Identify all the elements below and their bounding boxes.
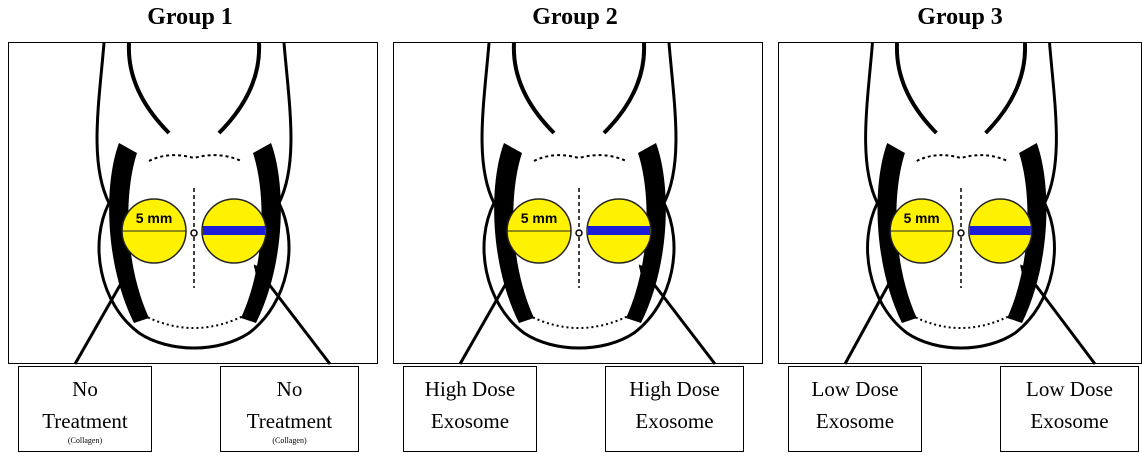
nasal-bones xyxy=(511,43,647,135)
right-label-line1: No xyxy=(276,377,303,401)
left-label-note: (Collagen) xyxy=(67,436,103,445)
right-defect-label: No Treatment (Collagen) xyxy=(220,366,359,452)
group-title: Group 2 xyxy=(532,4,618,30)
frontal-suture xyxy=(533,154,627,162)
skull-panel: 5 mm xyxy=(8,42,378,364)
rat-skull-diagram: 5 mm xyxy=(864,43,1058,350)
right-defect-label: High Dose Exosome xyxy=(605,366,744,452)
skull-outline xyxy=(864,43,1058,350)
right-label-line2: Exosome xyxy=(635,409,714,433)
lambdoid-ridge xyxy=(523,312,635,329)
scale-label: 5 mm xyxy=(904,210,940,226)
skull-outline xyxy=(480,43,678,350)
nasal-bones xyxy=(126,43,262,135)
skull-panel: 5 mm xyxy=(778,42,1142,364)
left-label-line1: Low Dose xyxy=(811,377,899,401)
lambdoid-ridge xyxy=(906,312,1016,329)
scale-label: 5 mm xyxy=(521,210,558,226)
skull-outline xyxy=(95,43,293,350)
rat-skull-diagram: 5 mm xyxy=(95,43,293,350)
bregma-marker xyxy=(575,229,583,237)
left-label-line2: Exosome xyxy=(430,409,510,433)
frontal-suture xyxy=(916,154,1008,162)
left-label-line1: High Dose xyxy=(424,377,516,401)
right-defect-bar xyxy=(588,226,650,235)
right-label-line1: Low Dose xyxy=(1026,377,1113,401)
right-label-line1: High Dose xyxy=(629,377,720,401)
right-label-line2: Treatment xyxy=(246,409,333,433)
bregma-marker xyxy=(957,229,965,237)
left-label-line2: Exosome xyxy=(815,409,895,433)
left-defect-label: Low Dose Exosome xyxy=(788,366,922,452)
group-title: Group 3 xyxy=(917,4,1003,30)
left-label-line2: Treatment xyxy=(42,409,128,433)
group-2: Group 2 5 mm High Dose Exosome High Dose… xyxy=(390,0,763,453)
right-defect-label: Low Dose Exosome xyxy=(1000,366,1139,452)
rat-skull-diagram: 5 mm xyxy=(480,43,678,350)
left-label-line1: No xyxy=(72,377,98,401)
group-1: Group 1 5 mm No Treatment (Collagen) No … xyxy=(5,0,378,453)
nasal-bones xyxy=(895,43,1027,135)
right-defect-bar xyxy=(969,226,1031,235)
left-defect-label: High Dose Exosome xyxy=(403,366,537,452)
right-label-line2: Exosome xyxy=(1030,409,1109,433)
group-3: Group 3 5 mm Low Dose Exosome Low Dose E… xyxy=(775,0,1142,453)
group-title: Group 1 xyxy=(147,4,233,30)
left-defect-label: No Treatment (Collagen) xyxy=(18,366,152,452)
frontal-suture xyxy=(148,154,242,162)
lambdoid-ridge xyxy=(138,312,250,329)
scale-label: 5 mm xyxy=(136,210,173,226)
skull-panel: 5 mm xyxy=(393,42,763,364)
right-label-note: (Collagen) xyxy=(272,436,307,445)
bregma-marker xyxy=(190,229,198,237)
right-defect-bar xyxy=(203,226,265,235)
